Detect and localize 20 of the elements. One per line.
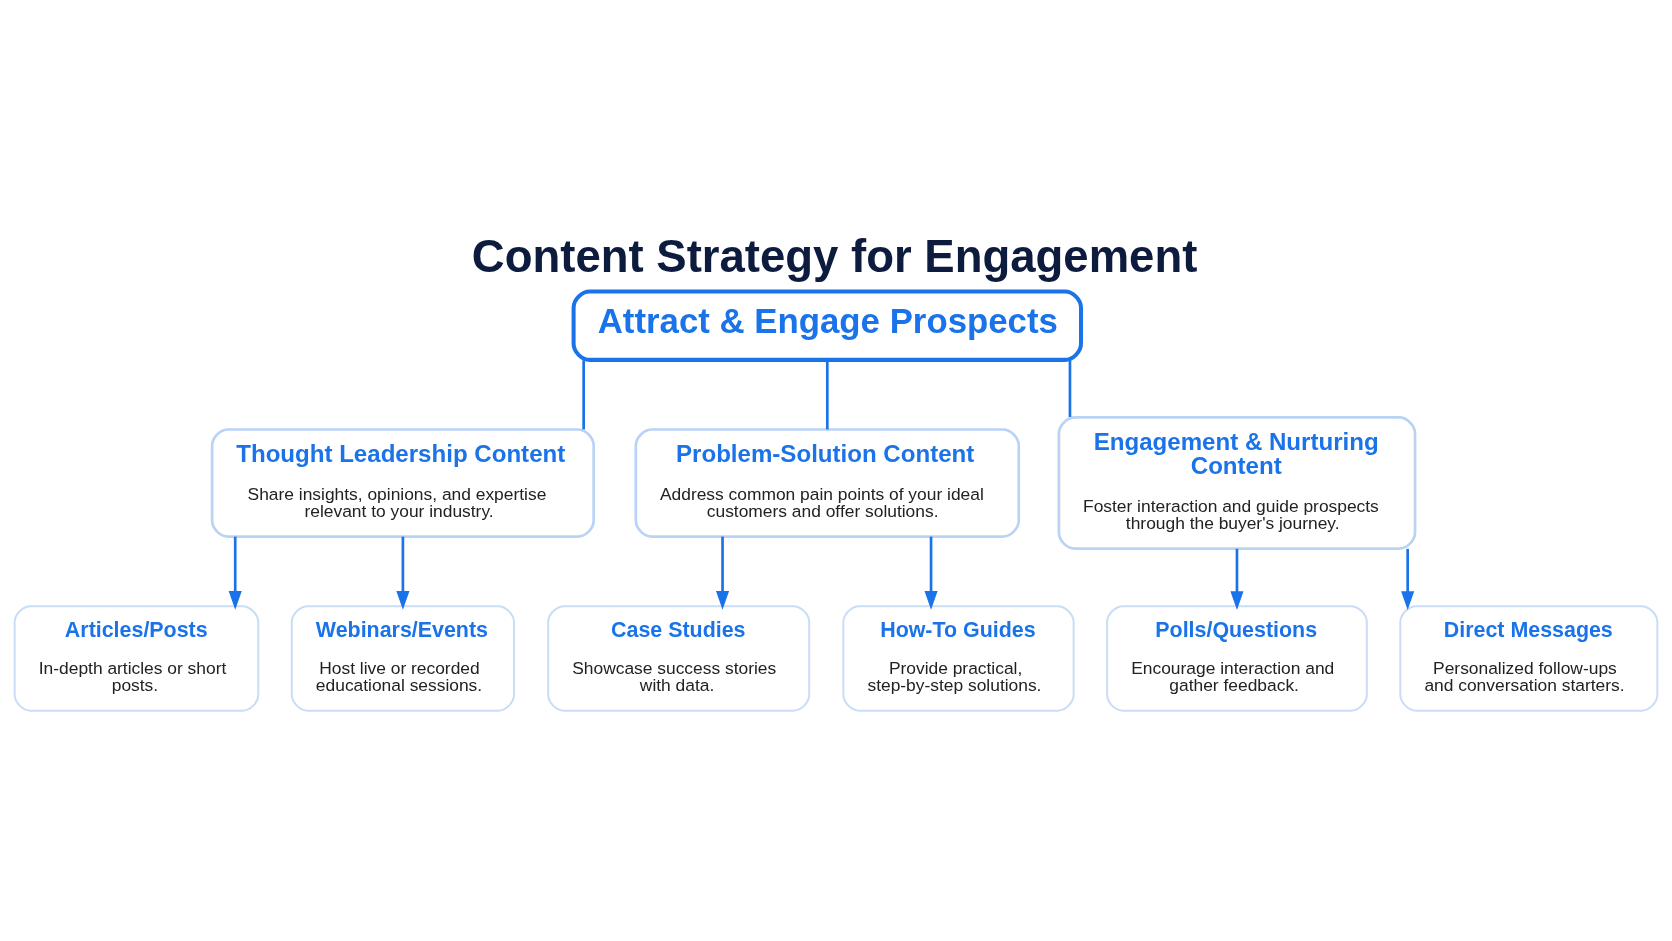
node-box: Attract & Engage Prospects — [571, 289, 1083, 362]
arrow — [1230, 548, 1244, 610]
node-box: Problem-Solution Content Address common pain points of your ideal customers and offer solutions. — [634, 427, 1021, 538]
arrow — [715, 536, 730, 610]
node-box: Thought Leadership Content Share insights, opinions, and expertise relevant to your industry. — [210, 427, 595, 538]
node-box: Case Studies Showcase success stories with data. — [547, 604, 811, 712]
node-box: Polls/Questions Encourage interaction and gather feedback. — [1106, 604, 1368, 712]
node-box: How-To Guides Provide practical, step-by-step solutions. — [842, 604, 1075, 712]
node-box: Webinars/Events Host live or recorded educational sessions. — [290, 604, 516, 712]
arrow — [1401, 548, 1415, 610]
arrow — [396, 536, 410, 610]
node-box: Direct Messages Personalized follow-ups and conversation starters. — [1399, 604, 1659, 712]
diagram-title: Content Strategy for Engagement — [471, 230, 1198, 282]
node-box: Engagement & Nurturing Content Foster interaction and guide prospects through the buyer's journey. — [1057, 415, 1417, 550]
connector — [1068, 359, 1072, 417]
connector — [825, 359, 829, 429]
arrow — [228, 536, 242, 610]
node-box: Articles/Posts In-depth articles or short posts. — [13, 604, 260, 712]
connector — [582, 359, 585, 429]
arrow — [924, 536, 938, 610]
